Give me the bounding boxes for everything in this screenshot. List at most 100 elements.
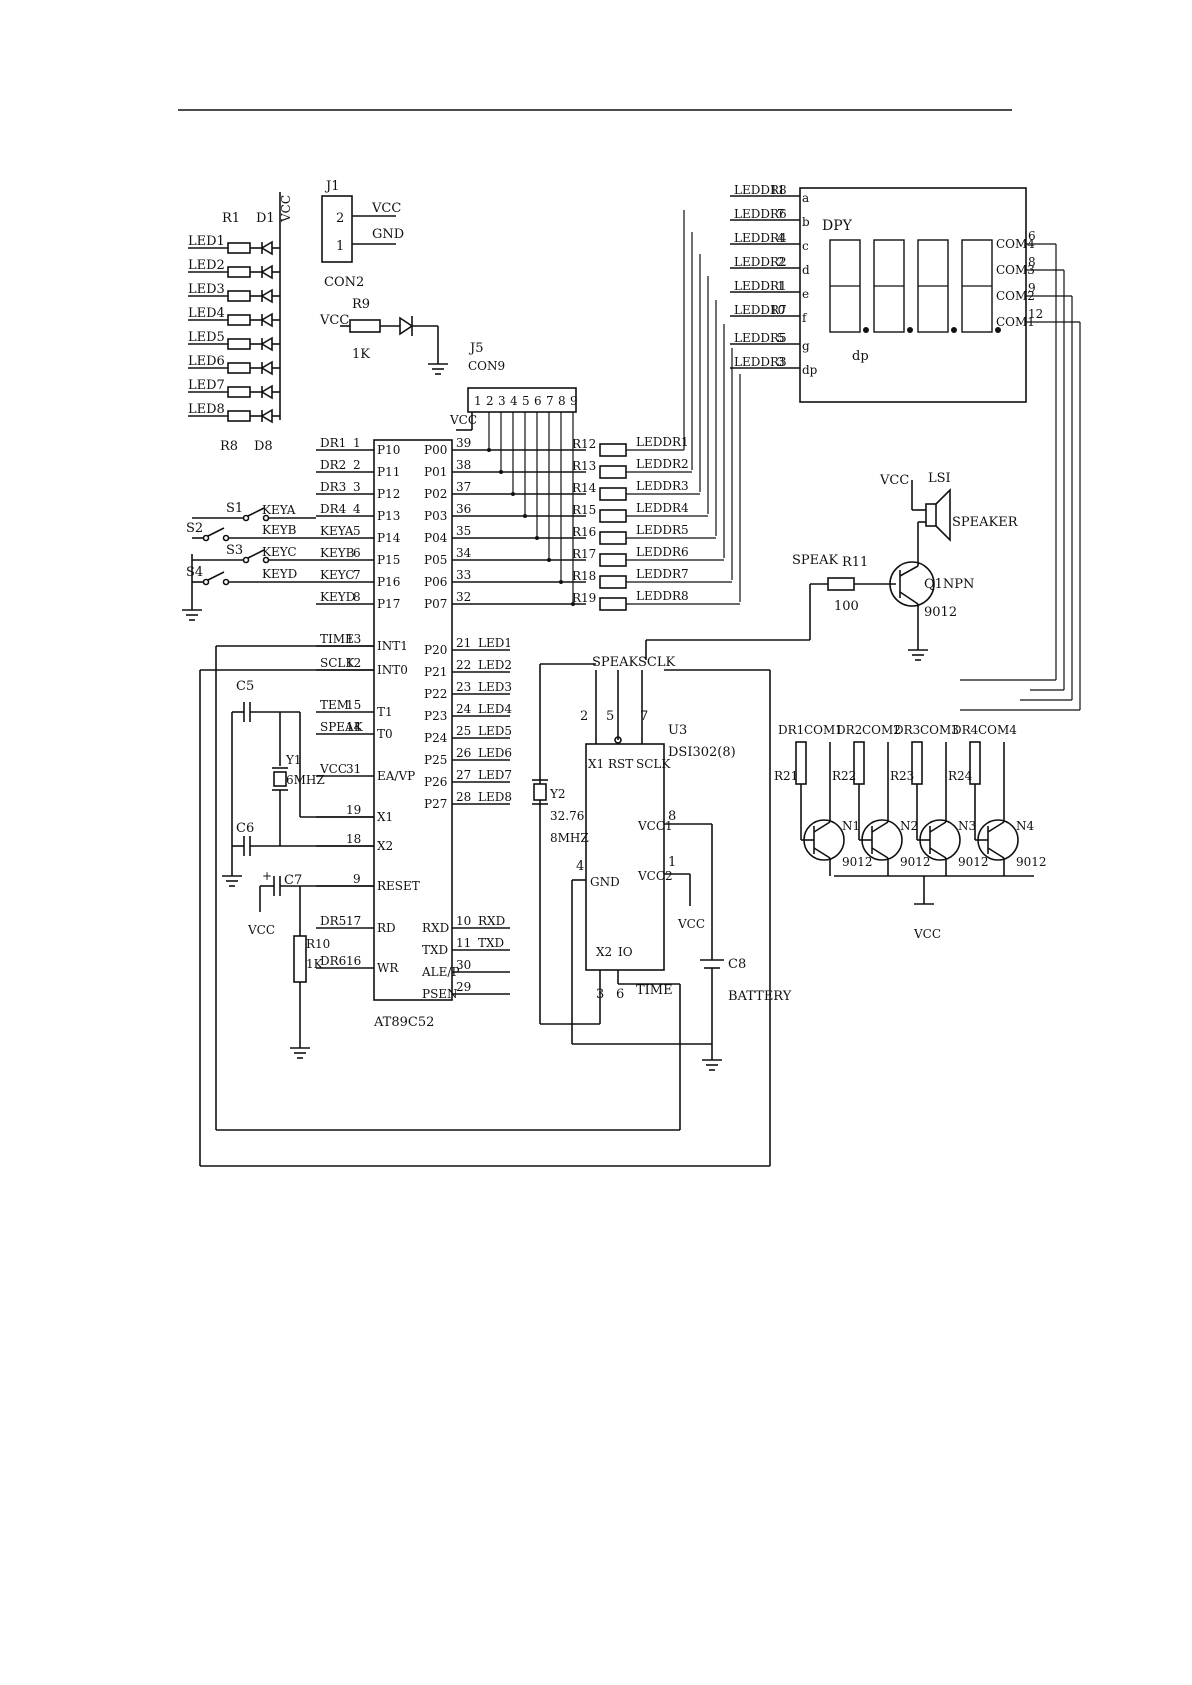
- resistor-body-r13: [599, 465, 627, 479]
- mcu-net-led6: LED6: [478, 746, 512, 760]
- svg-text:5: 5: [606, 709, 614, 724]
- mcu-pinnum-23: 23: [456, 680, 471, 694]
- display-net-leddr3: LEDDR3: [734, 355, 787, 369]
- resistor-r13: R13: [572, 459, 596, 473]
- rtc-sclk: SCLK: [638, 655, 675, 670]
- net-leddr2: LEDDR2: [636, 457, 689, 471]
- mcu-pinnum-33: 33: [456, 568, 471, 582]
- resistor-body-r16: [599, 531, 627, 545]
- display-net-leddr4: LEDDR4: [734, 231, 787, 245]
- display-pinnum-2: 2: [777, 255, 785, 269]
- mcu-pin-p10: P10: [377, 443, 400, 457]
- j5-pin-8: 8: [558, 394, 566, 408]
- mcu-net-sclk: SCLK: [320, 656, 355, 670]
- driver-r-3: R23: [890, 769, 914, 783]
- driver-value-2: 9012: [900, 855, 931, 869]
- mcu-net-keyd: KEYD: [320, 590, 355, 604]
- switch-net-keyd: KEYD: [262, 567, 297, 581]
- mcu-net-led8: LED8: [478, 790, 512, 804]
- display-pinnum-7: 7: [777, 207, 785, 221]
- j5-name: CON9: [468, 359, 505, 373]
- j5-pin-2: 2: [486, 394, 494, 408]
- j1-ref: J1: [324, 179, 339, 194]
- display-com-com1: COM1: [996, 315, 1035, 329]
- spk-r-value: 100: [834, 599, 859, 614]
- mcu-pin-reset: RESET: [377, 879, 420, 893]
- rtc-speak: SPEAK: [592, 655, 639, 670]
- mcu-pin-p27: P27: [424, 797, 447, 811]
- svg-text:8: 8: [668, 809, 676, 824]
- j5-pin-6: 6: [534, 394, 542, 408]
- spk-r-ref: R11: [842, 555, 868, 570]
- switch-s2: S2: [186, 521, 203, 536]
- mcu-pin-rd: RD: [377, 921, 396, 935]
- spk-q-value: 9012: [924, 605, 957, 620]
- driver-q-1: N1: [842, 819, 860, 833]
- led-resistor-4: [227, 314, 251, 326]
- mcu-net-tem: TEM: [320, 698, 349, 712]
- mcu-pin-p12: P12: [377, 487, 400, 501]
- rtc-ref: U3: [668, 723, 687, 738]
- mcu-net-keyc: KEYC: [320, 568, 355, 582]
- j1-vcc: VCC: [371, 201, 401, 216]
- led-resistor-8: [227, 410, 251, 422]
- mcu-net-led4: LED4: [478, 702, 512, 716]
- rtc-pin-x2: X2: [596, 945, 612, 959]
- mcu-net-speak: SPEAK: [320, 720, 364, 734]
- mcu-pin-int0: INT0: [377, 663, 408, 677]
- mcu-pinnum-25: 25: [456, 724, 471, 738]
- display-net-leddr1: LEDDR1: [734, 279, 787, 293]
- mcu-pin-t1: T1: [377, 705, 393, 719]
- mcu-pinnum-34: 34: [456, 546, 472, 560]
- digit-dp-1: [863, 327, 869, 333]
- c7-ref: C7: [284, 873, 302, 888]
- display-seg-a: a: [802, 191, 809, 205]
- mcu-pinnum-18: 18: [346, 832, 361, 846]
- mcu-pinnum-19: 19: [346, 803, 361, 817]
- mcu-pin-p14: P14: [377, 531, 401, 545]
- driver-q-3: N3: [958, 819, 976, 833]
- display-seg-d: d: [802, 263, 810, 277]
- mcu-pinnum-17: 17: [346, 914, 361, 928]
- mcu-pin-rxd: RXD: [422, 921, 449, 935]
- led-label-7: LED7: [188, 378, 225, 393]
- display-dp-label: dp: [852, 349, 869, 364]
- mcu-pin-p06: P06: [424, 575, 447, 589]
- led-resistor-5: [227, 338, 251, 350]
- led-diode-2: [260, 264, 273, 280]
- mcu-pinnum-10: 10: [456, 914, 471, 928]
- driver-dr-4: DR4: [952, 723, 979, 737]
- display-net-leddr6: LEDDR6: [734, 207, 787, 221]
- r10-ref: R10: [306, 937, 330, 951]
- led-diode-bottom-label: D8: [254, 439, 273, 454]
- resistor-body-r14: [599, 487, 627, 501]
- j1-pin-1: 1: [336, 239, 344, 254]
- display-com-com2: COM2: [996, 289, 1035, 303]
- rtc-pin-gnd: GND: [590, 875, 620, 889]
- resistor-r18: R18: [572, 569, 596, 583]
- led-resistor-1: [227, 242, 251, 254]
- mcu-pinnum-29: 29: [456, 980, 471, 994]
- mcu-net-dr5: DR5: [320, 914, 346, 928]
- led-bank: R1 D1 VCC LED1LED2LED3LED4LED5LED6LED7LE…: [188, 192, 293, 454]
- mcu-pin-p17: P17: [377, 597, 400, 611]
- mcu-pin-p00: P00: [424, 443, 447, 457]
- mcu-pinnum-38: 38: [456, 458, 471, 472]
- led-label-6: LED6: [188, 354, 225, 369]
- display-seg-f: f: [802, 311, 808, 325]
- mcu-pin-p05: P05: [424, 553, 447, 567]
- resistor-r12: R12: [572, 437, 596, 451]
- j5-vcc: VCC: [449, 413, 477, 427]
- led-label-3: LED3: [188, 282, 225, 297]
- net-leddr8: LEDDR8: [636, 589, 689, 603]
- j5-pin-4: 4: [510, 394, 518, 408]
- mcu-net-vcc: VCC: [319, 762, 347, 776]
- j5-ref: J5: [468, 341, 483, 356]
- display-com-pinnum-9: 9: [1028, 281, 1036, 295]
- mcu-pin-p20: P20: [424, 643, 447, 657]
- svg-text:6: 6: [616, 987, 624, 1002]
- display-net-leddr7: LEDDR7: [734, 303, 787, 317]
- mcu-net-dr3: DR3: [320, 480, 346, 494]
- mcu-pinnum-11: 11: [456, 936, 471, 950]
